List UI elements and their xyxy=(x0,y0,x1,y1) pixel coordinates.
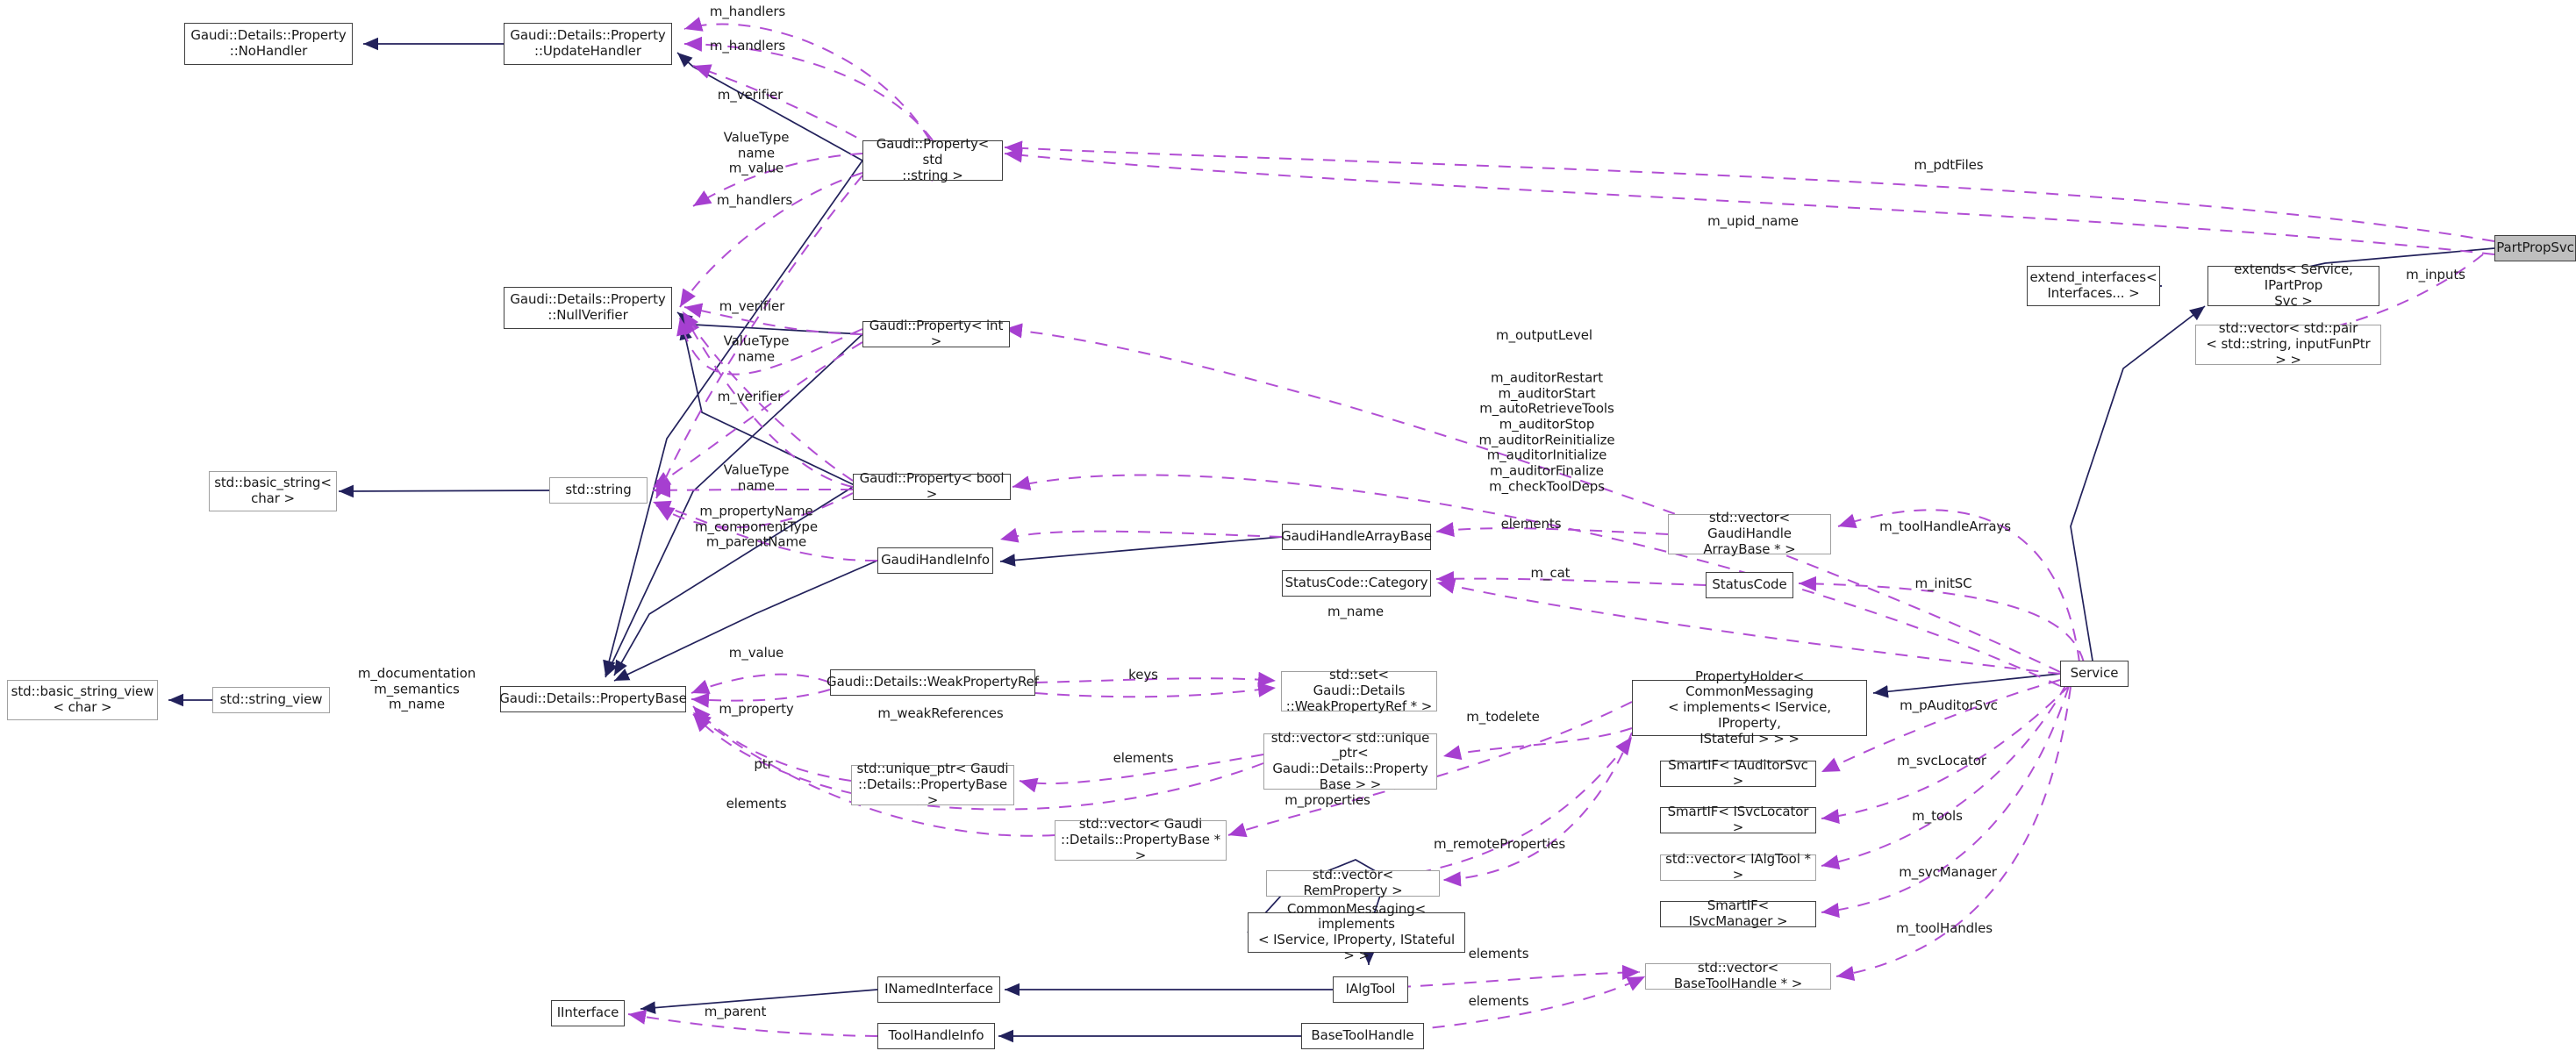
edge-label-l15: keys xyxy=(1128,667,1158,683)
edge-label-l33: m_svcLocator xyxy=(1897,753,1986,769)
edge-label-l32: m_pAuditorSvc xyxy=(1900,697,1998,714)
class-node-vec_uniqueptr[interactable]: std::vector< std::unique _ptr< Gaudi::De… xyxy=(1263,730,1437,792)
class-node-smartif_svcmgr[interactable]: SmartIF< ISvcManager > xyxy=(1660,897,1816,929)
edge-label-l9: ValueType name xyxy=(723,461,790,493)
class-node-vec_remprop[interactable]: std::vector< RemProperty > xyxy=(1266,867,1440,898)
class-node-basic_string[interactable]: std::basic_string< char > xyxy=(209,471,337,511)
edge-label-l4: ValueType name m_value xyxy=(723,129,790,176)
edge-label-l25: elements xyxy=(1500,516,1562,533)
edge-label-l12: m_value xyxy=(728,645,784,661)
class-node-nullverifier[interactable]: Gaudi::Details::Property ::NullVerifier xyxy=(504,287,672,329)
class-node-commonmessaging[interactable]: CommonMessaging< implements < IService, … xyxy=(1248,901,1465,963)
class-node-sc_category[interactable]: StatusCode::Category xyxy=(1282,570,1431,597)
class-node-iinterface[interactable]: IInterface xyxy=(551,1000,625,1026)
edge-label-l36: m_toolHandles xyxy=(1896,920,1993,937)
edge-label-l35: m_svcManager xyxy=(1899,864,1997,881)
edge-label-l7: ValueType name xyxy=(723,332,790,364)
edge-label-l3: m_verifier xyxy=(717,87,784,104)
class-node-propertyholder[interactable]: PropertyHolder< CommonMessaging < implem… xyxy=(1632,668,1867,746)
class-node-basic_stringview[interactable]: std::basic_string_view < char > xyxy=(7,680,158,720)
class-node-prop_bool[interactable]: Gaudi::Property< bool > xyxy=(853,470,1011,502)
class-node-inamedinterface[interactable]: INamedInterface xyxy=(877,976,1000,1003)
class-node-updatehandler[interactable]: Gaudi::Details::Property ::UpdateHandler xyxy=(504,23,672,65)
class-node-vec_pb_ptr[interactable]: std::vector< Gaudi ::Details::PropertyBa… xyxy=(1055,817,1227,863)
edge-label-l1: m_handlers xyxy=(709,4,786,20)
class-node-prop_int[interactable]: Gaudi::Property< int > xyxy=(862,318,1010,349)
edge-label-l10: m_propertyName m_componentType m_parentN… xyxy=(695,503,818,550)
class-node-handlearraybase[interactable]: GaudiHandleArrayBase xyxy=(1281,524,1432,550)
class-node-weakpropertyref[interactable]: Gaudi::Details::WeakPropertyRef xyxy=(826,669,1039,696)
edge-label-l8: m_verifier xyxy=(717,389,784,405)
edge-label-l38: m_upid_name xyxy=(1707,213,1799,230)
edge-label-l19: m_properties xyxy=(1284,792,1370,809)
edge-label-l11: m_documentation m_semantics m_name xyxy=(357,665,476,712)
edge-label-l16: ptr xyxy=(754,756,773,773)
class-node-nohandler[interactable]: Gaudi::Details::Property ::NoHandler xyxy=(184,23,353,65)
edge-label-l14: m_weakReferences xyxy=(877,705,1004,722)
class-node-partpropsvc[interactable]: PartPropSvc xyxy=(2494,235,2576,261)
class-node-gaudihandleinfo[interactable]: GaudiHandleInfo xyxy=(877,547,993,574)
class-node-smartif_svcloc[interactable]: SmartIF< ISvcLocator > xyxy=(1660,804,1816,835)
class-node-vec_ialgtool[interactable]: std::vector< IAlgTool * > xyxy=(1660,851,1816,883)
edge-label-l24: m_parent xyxy=(704,1004,767,1020)
edge-label-l17: elements xyxy=(1113,750,1174,767)
edge-label-l20: m_todelete xyxy=(1466,709,1540,726)
edge-label-l5: m_handlers xyxy=(716,192,793,209)
class-node-stringview[interactable]: std::string_view xyxy=(212,687,330,713)
edge-label-l28: m_outputLevel xyxy=(1496,327,1592,344)
edge-label-l6: m_verifier xyxy=(719,298,785,315)
edge-label-l34: m_tools xyxy=(1912,808,1963,825)
class-node-extends_service[interactable]: extends< Service, IPartProp Svc > xyxy=(2207,262,2379,309)
class-node-set_weakref[interactable]: std::set< Gaudi::Details ::WeakPropertyR… xyxy=(1281,668,1437,714)
edge-label-l37: m_pdtFiles xyxy=(1914,157,1984,174)
edge-label-l21: m_remoteProperties xyxy=(1433,836,1566,853)
class-node-propertybase[interactable]: Gaudi::Details::PropertyBase xyxy=(499,686,687,712)
edge-label-l2: m_handlers xyxy=(709,38,786,54)
edge-label-l26: m_cat xyxy=(1530,565,1571,582)
edge-label-l30: m_toolHandleArrays xyxy=(1879,518,2011,535)
edge-label-l18: elements xyxy=(726,796,787,812)
edge-label-l22: elements xyxy=(1468,946,1529,962)
class-node-smartif_auditor[interactable]: SmartIF< IAuditorSvc > xyxy=(1660,757,1816,789)
class-node-vec_handlearray[interactable]: std::vector< GaudiHandle ArrayBase * > xyxy=(1668,511,1831,557)
class-node-statuscode[interactable]: StatusCode xyxy=(1706,572,1793,598)
class-node-vec_pair_input[interactable]: std::vector< std::pair < std::string, in… xyxy=(2195,321,2381,368)
edge-label-l31: m_initSC xyxy=(1914,576,1972,592)
class-node-extend_interfaces[interactable]: extend_interfaces< Interfaces... > xyxy=(2027,266,2160,306)
class-node-service[interactable]: Service xyxy=(2060,661,2129,687)
edge-label-l13: m_property xyxy=(719,701,794,718)
class-node-ialgtool[interactable]: IAlgTool xyxy=(1333,976,1408,1003)
class-node-basetoolhandle[interactable]: BaseToolHandle xyxy=(1301,1023,1424,1049)
class-node-uniqueptr_pb[interactable]: std::unique_ptr< Gaudi ::Details::Proper… xyxy=(851,761,1014,808)
class-node-std_string[interactable]: std::string xyxy=(549,477,648,504)
class-node-vec_basetool[interactable]: std::vector< BaseToolHandle * > xyxy=(1645,960,1831,991)
class-node-prop_string[interactable]: Gaudi::Property< std ::string > xyxy=(862,137,1003,183)
edge-label-l27: m_name xyxy=(1327,604,1385,620)
edge-label-l39: m_inputs xyxy=(2406,267,2465,283)
edge-label-l29: m_auditorRestart m_auditorStart m_autoRe… xyxy=(1478,369,1615,495)
class-node-toolhandleinfo[interactable]: ToolHandleInfo xyxy=(877,1023,995,1049)
edge-label-l23: elements xyxy=(1468,993,1529,1010)
